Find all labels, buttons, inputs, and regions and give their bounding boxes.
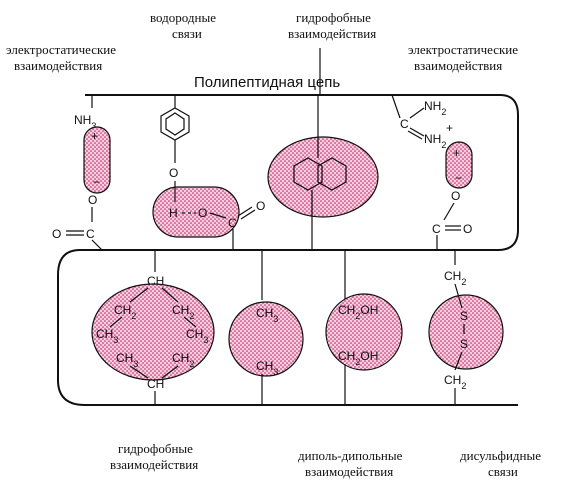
label-hydrogen-2: связи xyxy=(172,26,202,41)
oxygen-tyr: O xyxy=(169,166,178,180)
bond-ch3-ch-left xyxy=(129,365,149,379)
ch2-lower-right: CH2 xyxy=(172,351,194,369)
ch2-ss-upper: CH2 xyxy=(444,269,466,287)
oxygen-carbonyl: O xyxy=(198,206,207,220)
label-electrostatic-right-2: взаимодействия xyxy=(414,58,502,73)
bond-ch2-ch3-right xyxy=(183,316,197,328)
oxygen-double-right: O xyxy=(463,222,472,236)
oxygen-double-left: O xyxy=(52,227,61,241)
ch2-ss-lower: CH2 xyxy=(444,373,466,391)
ch3-pair-blob xyxy=(228,301,304,377)
hydrogen-bond-blob xyxy=(152,186,240,238)
double-bond-hb-a xyxy=(237,206,253,217)
ch-bottom: CH xyxy=(147,377,164,391)
label-hydrophobic-top-2: взаимодействия xyxy=(288,26,376,41)
bond-ch2-ch3-left xyxy=(109,316,123,328)
ch2-upper-left: CH2 xyxy=(114,303,136,321)
minus-charge-right: − xyxy=(455,171,462,185)
bond-ch2-s-upper xyxy=(454,283,463,309)
aromatic-ring-2 xyxy=(317,157,347,191)
label-hydrophobic-bottom-1: гидрофобные xyxy=(118,441,193,456)
bond-ch-ch2-left xyxy=(129,287,149,303)
carbon-right: C xyxy=(432,222,441,236)
ch3-right-a: CH3 xyxy=(186,327,208,345)
ch3-left-b: CH3 xyxy=(116,351,138,369)
sulfur-lower: S xyxy=(460,337,468,351)
bond-ch-ch2-right xyxy=(161,287,179,303)
label-dipole-2: взаимодействия xyxy=(305,464,393,479)
carbon-hb: C xyxy=(228,216,237,230)
bond-c-nh2-top xyxy=(409,107,425,119)
bond-c-nh2-bottom-a xyxy=(409,127,425,137)
bond-c-nh2-bottom-b xyxy=(407,130,423,140)
hydrophobic-bottom-blob xyxy=(91,283,215,381)
electrostatic-left-blob xyxy=(83,126,111,194)
oxygen-right: O xyxy=(451,189,460,203)
hydrogen-atom: H xyxy=(169,206,178,220)
bond-guan-chain xyxy=(391,94,401,119)
electrostatic-right-blob xyxy=(445,141,473,189)
minus-charge-left: − xyxy=(93,175,100,189)
ch3-pair-lower: CH3 xyxy=(256,359,278,377)
label-electrostatic-right-1: электростатические xyxy=(408,42,518,57)
plus-charge-guan: + xyxy=(446,121,453,135)
carbon-left: C xyxy=(86,227,95,241)
bond-o-c-hb xyxy=(209,212,227,219)
polypeptide-chain xyxy=(57,94,519,406)
double-bond-hb-b xyxy=(240,209,256,220)
label-dipole-1: диполь-дипольные xyxy=(298,448,403,463)
label-disulfide-1: дисульфидные xyxy=(460,448,541,463)
label-hydrophobic-top-1: гидрофобные xyxy=(296,10,371,25)
label-electrostatic-left-1: электростатические xyxy=(6,42,116,57)
disulfide-blob xyxy=(428,294,504,370)
oxygen-left: O xyxy=(88,193,97,207)
bond-o-c-right xyxy=(443,202,455,221)
ch2oh-lower: CH2OH xyxy=(338,349,378,367)
ch3-pair-upper: CH3 xyxy=(256,306,278,324)
bond-ch2-ch-right xyxy=(161,365,179,379)
bond-c-chain-left xyxy=(91,239,103,251)
nh2-bottom: NH2 xyxy=(424,132,446,150)
carbon-guan: C xyxy=(400,117,409,131)
hydrophobic-top-blob xyxy=(267,136,379,218)
ch2oh-upper: CH2OH xyxy=(338,303,378,321)
ch3-left-a: CH3 xyxy=(96,327,118,345)
dipole-blob xyxy=(325,293,403,371)
nh2-top: NH2 xyxy=(424,99,446,117)
ch2-upper-right: CH2 xyxy=(172,303,194,321)
label-electrostatic-left-2: взаимодействия xyxy=(14,58,102,73)
phenol-ring-inner xyxy=(165,112,185,136)
label-hydrogen-1: водородные xyxy=(150,10,216,25)
nh3-group: NH3 xyxy=(74,113,96,131)
aromatic-ring-1 xyxy=(293,157,323,191)
label-disulfide-2: связи xyxy=(488,464,518,479)
chain-title: Полипептидная цепь xyxy=(194,74,340,91)
sulfur-upper: S xyxy=(460,309,468,323)
plus-charge-left: + xyxy=(91,129,98,143)
bond-s-ch2-lower xyxy=(454,351,463,371)
oxygen-double-hb: O xyxy=(256,199,265,213)
label-hydrophobic-bottom-2: взаимодействия xyxy=(110,457,198,472)
plus-charge-right: + xyxy=(453,146,460,160)
